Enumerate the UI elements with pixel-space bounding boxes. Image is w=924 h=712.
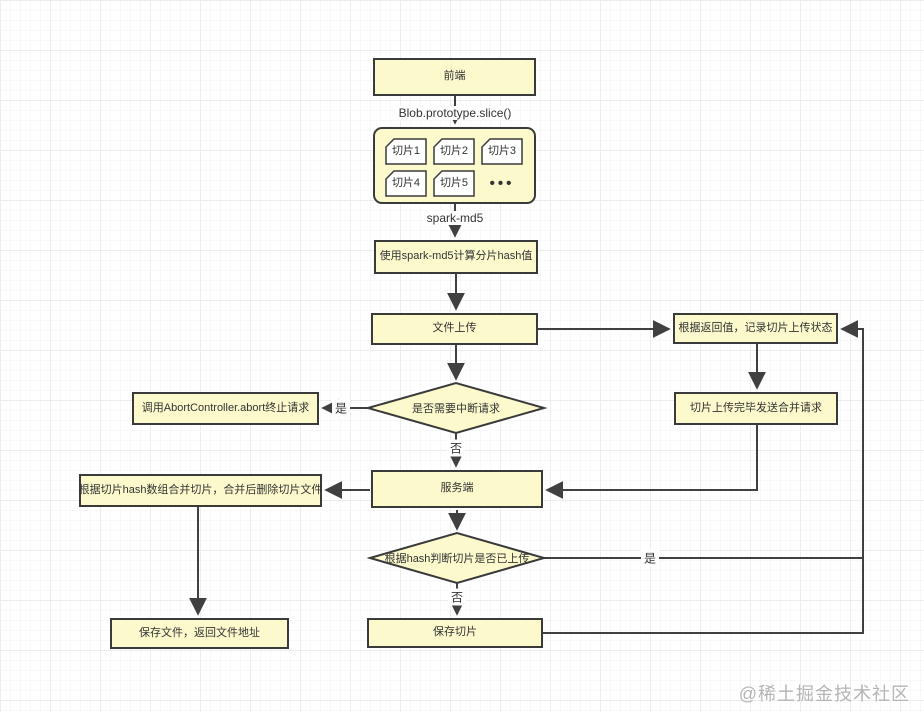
slice-card-icon [385,170,427,197]
decision-need-interrupt-shape [364,381,548,435]
slice-chip-label: 切片4 [391,176,421,189]
edge-label-no-interrupt: 否 [446,439,466,457]
node-server: 服务端 [371,470,543,508]
slice-card-icon [433,170,475,197]
node-frontend: 前端 [373,58,536,96]
node-save-slice: 保存切片 [367,618,543,648]
edge-label-blob-slice: Blob.prototype.slice() [395,106,515,120]
node-abort-request: 调用AbortController.abort终止请求 [132,392,319,425]
edge-mergereq-server [545,425,758,499]
edge-label-spark-md5: spark-md5 [423,211,487,225]
edge-label-yes-uploaded: 是 [640,549,660,567]
slice-chip-label: 切片2 [439,144,469,157]
slice-chip-label: 切片1 [391,144,421,157]
slice-chip-label: 切片3 [487,144,517,157]
node-merge-request: 切片上传完毕发送合并请求 [674,392,838,425]
slice-card-icon [481,138,523,165]
node-slices-group: 切片1 切片2 切片3 切片4 切片5 ••• [373,127,536,204]
ellipsis-dots: ••• [489,174,515,192]
edge-label-no-uploaded: 否 [447,588,467,606]
edge-saveslice-record [543,320,864,634]
decision-slice-uploaded-label: 根据hash判断切片是否已上传 [384,553,530,565]
node-hash-calc: 使用spark-md5计算分片hash值 [374,240,538,274]
decision-slice-uploaded-shape [366,531,548,585]
slice-chip-2: 切片2 [433,138,475,165]
node-merge-slices: 根据切片hash数组合并切片，合并后删除切片文件 [79,474,322,507]
slice-chip-label: 切片5 [439,176,469,189]
slice-chip-1: 切片1 [385,138,427,165]
slice-card-icon [433,138,475,165]
slice-card-icon [385,138,427,165]
watermark-text: @稀土掘金技术社区 [738,684,910,704]
slice-chip-3: 切片3 [481,138,523,165]
slice-chip-5: 切片5 [433,170,475,197]
node-file-upload: 文件上传 [371,313,538,345]
decision-need-interrupt-label: 是否需要中断请求 [412,403,500,415]
node-record-status: 根据返回值，记录切片上传状态 [673,313,838,344]
slice-chip-4: 切片4 [385,170,427,197]
node-save-file: 保存文件，返回文件地址 [110,618,289,649]
edge-label-yes-interrupt: 是 [331,399,351,417]
